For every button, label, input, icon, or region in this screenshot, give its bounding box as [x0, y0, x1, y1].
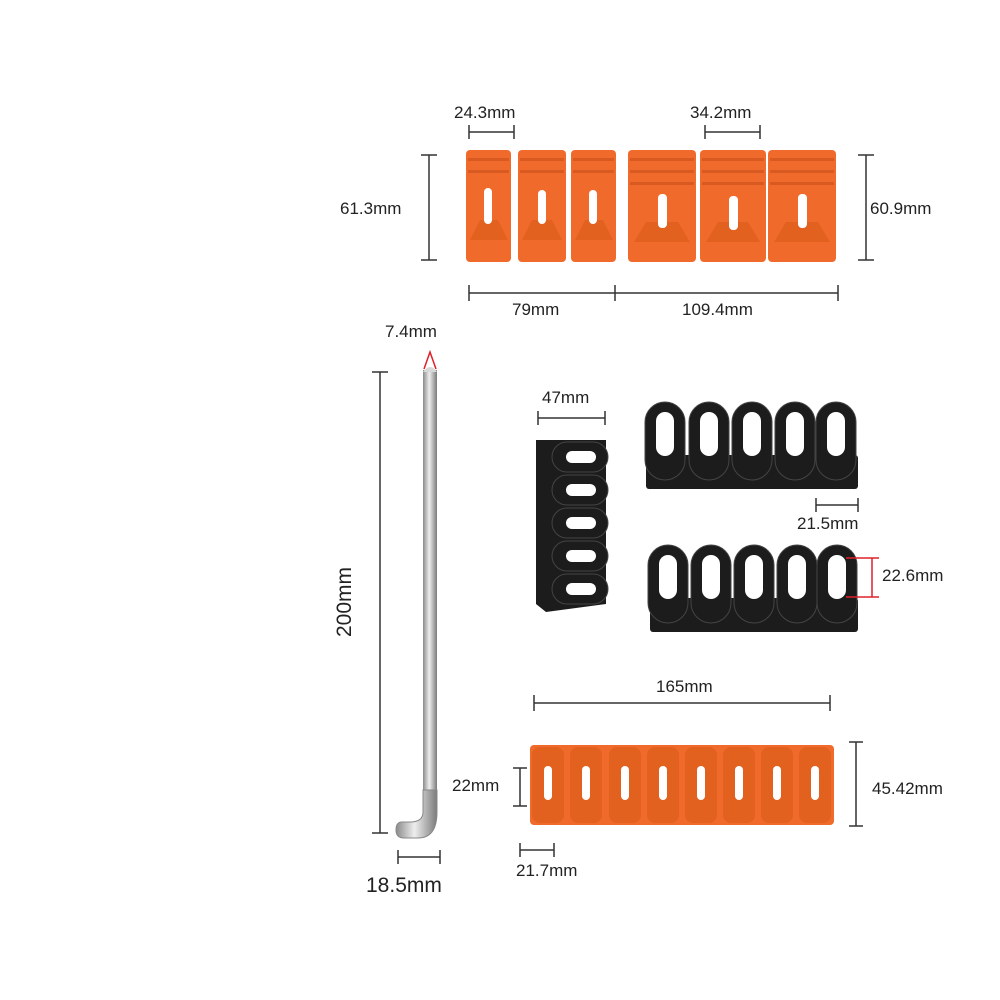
orange-large-tabs: [628, 150, 836, 262]
label-orange-large-group-length: 109.4mm: [682, 300, 753, 319]
label-rod-length: 200mm: [333, 566, 357, 638]
slot-height-marker: [846, 557, 879, 598]
orange-small-tabs: [466, 150, 616, 262]
black-dimension-lines: [537, 411, 859, 512]
black-long-clip-bottom: [647, 544, 858, 632]
label-orange-strip-slot-height: 22mm: [452, 776, 500, 795]
strip-dimension-lines: [513, 695, 863, 857]
black-short-clip: [536, 440, 609, 612]
orange-strip: [530, 745, 834, 825]
label-orange-strip-pitch: 21.7mm: [516, 861, 578, 880]
label-rod-tip: 7.4mm: [385, 322, 437, 341]
label-orange-strip-height: 45.42mm: [872, 779, 943, 798]
label-rod-hook: 18.5mm: [366, 874, 442, 897]
label-black-short-width: 47mm: [542, 388, 590, 407]
label-orange-small-group-length: 79mm: [512, 300, 560, 319]
label-orange-small-width: 24.3mm: [454, 103, 516, 122]
label-orange-large-width: 34.2mm: [690, 103, 752, 122]
top-dimension-lines: [421, 125, 874, 301]
label-orange-strip-length: 165mm: [656, 677, 713, 696]
label-orange-large-height: 60.9mm: [870, 199, 932, 218]
label-black-slot-pitch: 21.5mm: [797, 514, 859, 533]
label-orange-small-height: 61.3mm: [340, 199, 402, 218]
steel-rod: [395, 367, 438, 839]
rod-tip-marker: [423, 349, 437, 370]
black-long-clip-top: [644, 401, 858, 489]
rod-dimension-lines: [372, 371, 441, 864]
label-black-slot-height: 22.6mm: [882, 566, 944, 585]
